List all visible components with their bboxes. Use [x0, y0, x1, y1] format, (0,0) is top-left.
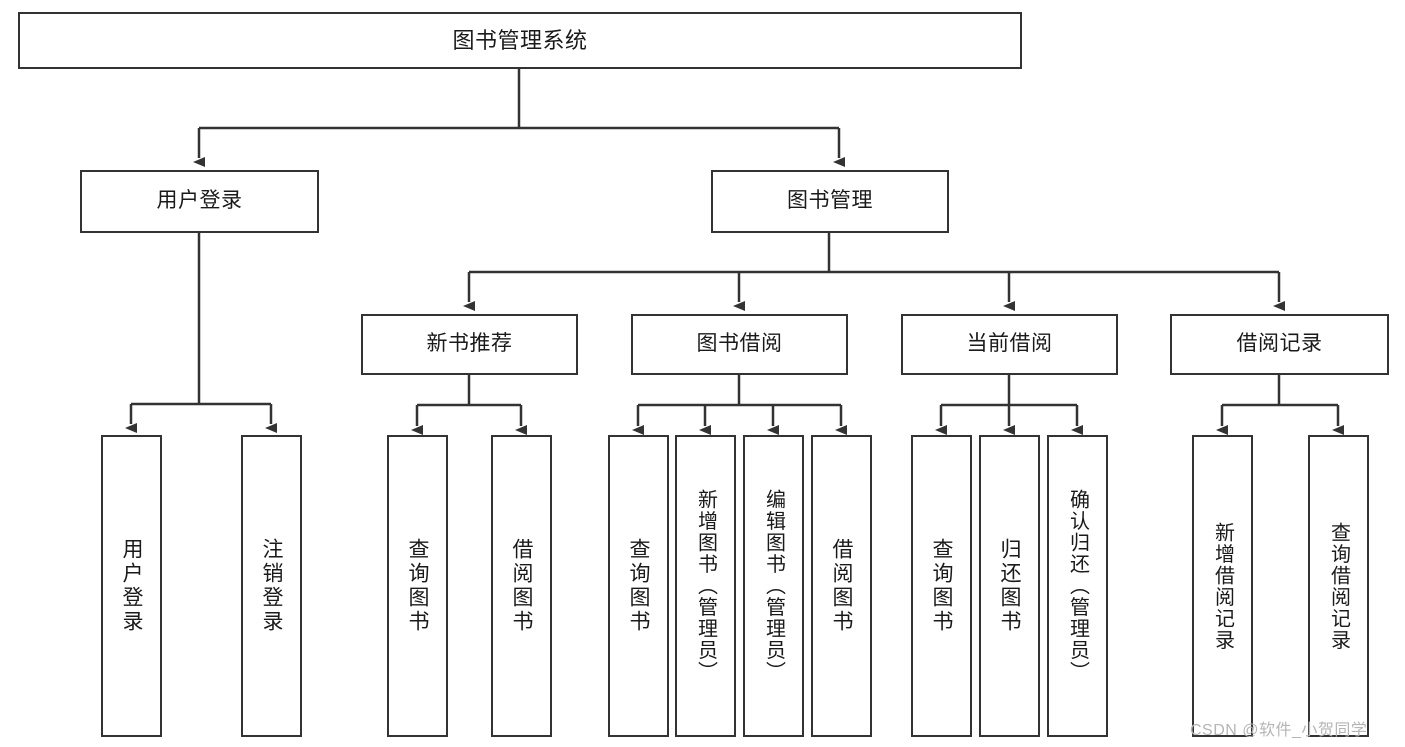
node-label: 查询借阅记录: [1327, 521, 1350, 651]
node-label: 确认归还（管理员）: [1066, 489, 1089, 683]
leaf-borrow-edit-book-admin[interactable]: 编辑图书（管理员）: [743, 435, 804, 737]
node-label: 图书借阅: [696, 332, 783, 356]
leaf-borrow-query-book[interactable]: 查询图书: [608, 435, 669, 737]
node-label: 图书管理系统: [452, 27, 588, 53]
node-label: 当前借阅: [966, 332, 1053, 356]
leaf-borrow-add-book-admin[interactable]: 新增图书（管理员）: [675, 435, 736, 737]
leaf-current-confirm-return-admin[interactable]: 确认归还（管理员）: [1047, 435, 1108, 737]
csdn-watermark: CSDN @软件_小贺同学: [1190, 722, 1368, 739]
node-label: 注销登录: [260, 538, 283, 634]
node-label: 用户登录: [120, 538, 143, 634]
node-user-login[interactable]: 用户登录: [80, 170, 319, 233]
node-label: 新书推荐: [426, 332, 513, 356]
node-label: 查询图书: [930, 538, 953, 634]
leaf-records-add-record[interactable]: 新增借阅记录: [1192, 435, 1253, 737]
leaf-user-login-do-login[interactable]: 用户登录: [101, 435, 162, 737]
node-label: 查询图书: [406, 538, 429, 634]
leaf-user-login-logout[interactable]: 注销登录: [241, 435, 302, 737]
leaf-current-return-book[interactable]: 归还图书: [979, 435, 1040, 737]
leaf-current-query-book[interactable]: 查询图书: [911, 435, 972, 737]
node-label: 图书管理: [787, 189, 873, 213]
node-book-borrow[interactable]: 图书借阅: [631, 314, 848, 375]
node-borrow-records[interactable]: 借阅记录: [1170, 314, 1389, 375]
leaf-records-query-record[interactable]: 查询借阅记录: [1308, 435, 1369, 737]
leaf-recommend-query-book[interactable]: 查询图书: [387, 435, 448, 737]
node-label: 借阅图书: [830, 538, 853, 634]
node-label: 借阅记录: [1236, 332, 1323, 356]
leaf-borrow-borrow-book[interactable]: 借阅图书: [811, 435, 872, 737]
node-current-borrow[interactable]: 当前借阅: [901, 314, 1118, 375]
leaf-recommend-borrow-book[interactable]: 借阅图书: [491, 435, 552, 737]
node-label: 用户登录: [156, 189, 243, 213]
node-label: 新增图书（管理员）: [694, 489, 717, 683]
node-book-management[interactable]: 图书管理: [711, 170, 949, 233]
node-label: 借阅图书: [510, 538, 533, 634]
node-label: 编辑图书（管理员）: [762, 489, 785, 683]
node-label: 归还图书: [998, 538, 1021, 634]
node-label: 查询图书: [627, 538, 650, 634]
node-new-book-recommend[interactable]: 新书推荐: [361, 314, 578, 375]
node-root-system[interactable]: 图书管理系统: [18, 12, 1022, 69]
node-label: 新增借阅记录: [1211, 521, 1234, 651]
